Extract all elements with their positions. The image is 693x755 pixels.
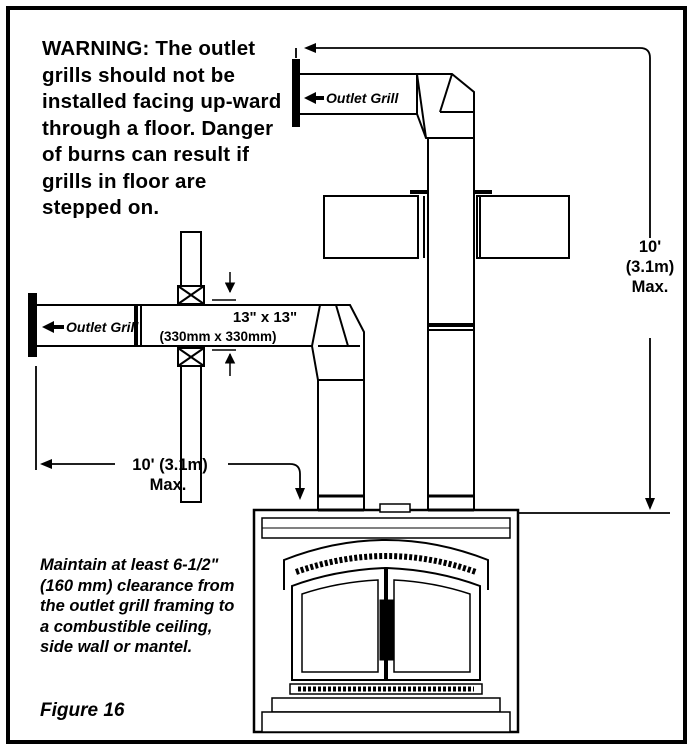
outlet-grill-top-label: Outlet Grill [326, 90, 399, 106]
outlet-grill-left-label: Outlet Grill [66, 319, 139, 335]
warning-text: WARNING: The outlet grills should not be… [42, 37, 282, 219]
upper-grill-callout [304, 92, 324, 104]
figure-border [6, 6, 687, 744]
ceiling-joists [323, 190, 570, 259]
left-grill-callout [42, 321, 64, 333]
vertical-dim-max-label: Max. [632, 278, 669, 296]
left-duct [28, 231, 365, 511]
duct-size-label: 13" x 13" [233, 309, 297, 326]
vertical-dim-label: 10' [639, 238, 661, 256]
horizontal-dim-label: 10' (3.1m) [132, 456, 207, 474]
clearance-note: Maintain at least 6-1/2" (160 mm) cleara… [40, 556, 235, 656]
horizontal-dimension [35, 366, 305, 500]
horizontal-dim-max-label: Max. [150, 476, 187, 494]
figure-label: Figure 16 [40, 700, 125, 721]
fireplace [252, 503, 520, 734]
duct-size-metric-label: (330mm x 330mm) [159, 329, 276, 344]
vertical-dim-metric-label: (3.1m) [626, 258, 675, 276]
duct-size-dimension [212, 272, 236, 376]
upper-duct [292, 59, 475, 511]
